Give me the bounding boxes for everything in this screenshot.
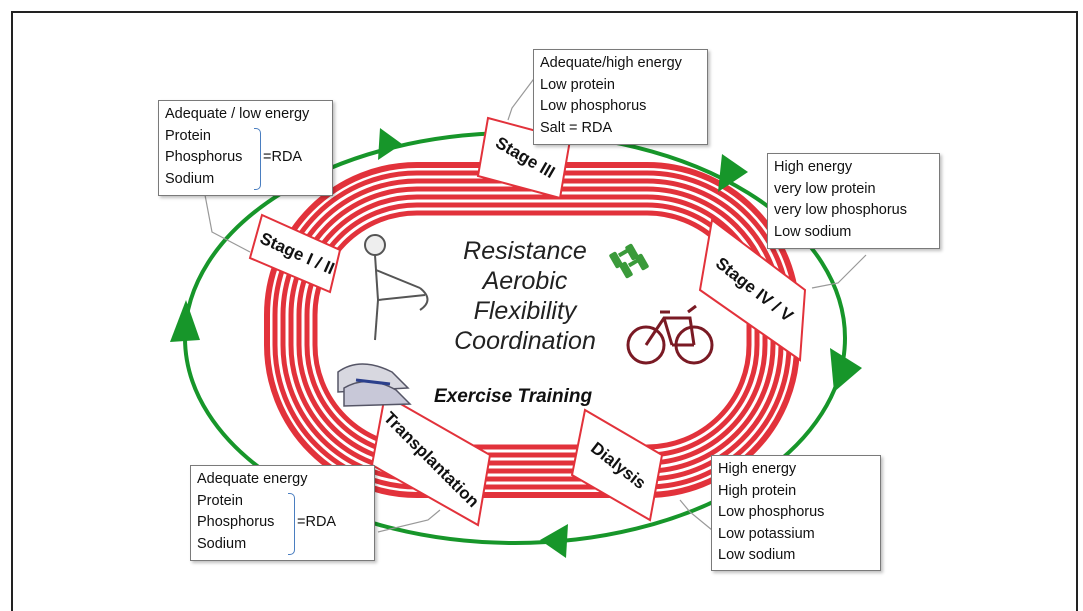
- exercise-activities: Resistance Aerobic Flexibility Coordinat…: [440, 236, 610, 356]
- stretching-person-icon: [364, 234, 429, 341]
- activity-aerobic: Aerobic: [482, 267, 568, 295]
- sign-transplantation: [370, 393, 492, 527]
- exercise-training-title: Exercise Training: [434, 386, 593, 407]
- cycle-arrow-right: [830, 348, 862, 392]
- cycle-arrow-topright: [718, 154, 748, 192]
- box-dialysis-line: Low sodium: [718, 547, 796, 563]
- activity-flexibility: Flexibility: [473, 297, 577, 325]
- activity-resistance: Resistance: [463, 237, 587, 265]
- cycle-arrow-bottom: [540, 524, 568, 558]
- figure-frame: [11, 11, 1078, 611]
- rda-bracket: [254, 127, 261, 190]
- box-transplantation-item: Protein: [197, 492, 243, 509]
- box-stage-4-5-line: High energy: [774, 159, 853, 175]
- box-stage-4-5-line: Low sodium: [774, 223, 852, 240]
- box-stage-1-2-item: Sodium: [165, 170, 215, 187]
- activity-coordination: Coordination: [454, 327, 596, 355]
- box-transplantation-item: Phosphorus: [197, 514, 275, 530]
- track-infield: [322, 220, 742, 440]
- sign-stage-4-5: [698, 218, 807, 362]
- box-stage-1-2-item: Phosphorus: [165, 149, 243, 165]
- sign-dialysis: [570, 408, 664, 522]
- dumbbells-icon: [609, 243, 649, 279]
- box-stage-3-line: Adequate/high energy: [540, 55, 682, 71]
- sign-stage-1-2: [248, 213, 342, 294]
- box-stage-1-2-energy: Adequate / low energy: [165, 106, 310, 122]
- box-dialysis-line: High protein: [718, 482, 797, 499]
- box-stage-1-2-rda: =RDA: [263, 148, 303, 165]
- box-stage-1-2: Adequate / low energy Protein Phosphorus…: [158, 100, 333, 196]
- box-stage-4-5-line: very low protein: [774, 180, 876, 197]
- connector-lines: [204, 75, 867, 533]
- box-dialysis-line: High energy: [718, 461, 797, 477]
- box-dialysis-line: Low phosphorus: [718, 504, 825, 520]
- box-dialysis-line: Low potassium: [718, 525, 815, 542]
- box-stage-1-2-item: Protein: [165, 127, 211, 144]
- bicycle-icon: [626, 304, 714, 365]
- cycle-diagram: [170, 75, 867, 558]
- rda-bracket: [288, 492, 295, 555]
- box-stage-3-line: Low phosphorus: [540, 98, 647, 114]
- box-stage-4-5: High energy very low protein very low ph…: [767, 153, 940, 249]
- box-stage-3-line: Low protein: [540, 76, 615, 93]
- running-shoes-icon: [337, 363, 412, 407]
- box-stage-4-5-line: very low phosphorus: [774, 202, 907, 218]
- box-transplantation: Adequate energy Protein Phosphorus Sodiu…: [190, 465, 375, 561]
- box-stage-3: Adequate/high energy Low protein Low pho…: [533, 49, 708, 145]
- cycle-arrow-left: [170, 300, 200, 342]
- box-transplantation-item: Sodium: [197, 535, 247, 552]
- box-stage-3-line: Salt = RDA: [540, 119, 613, 136]
- cycle-arrow-top: [378, 128, 402, 160]
- box-transplantation-energy: Adequate energy: [197, 471, 308, 487]
- box-dialysis: High energy High protein Low phosphorus …: [711, 455, 881, 571]
- box-transplantation-rda: =RDA: [297, 513, 337, 530]
